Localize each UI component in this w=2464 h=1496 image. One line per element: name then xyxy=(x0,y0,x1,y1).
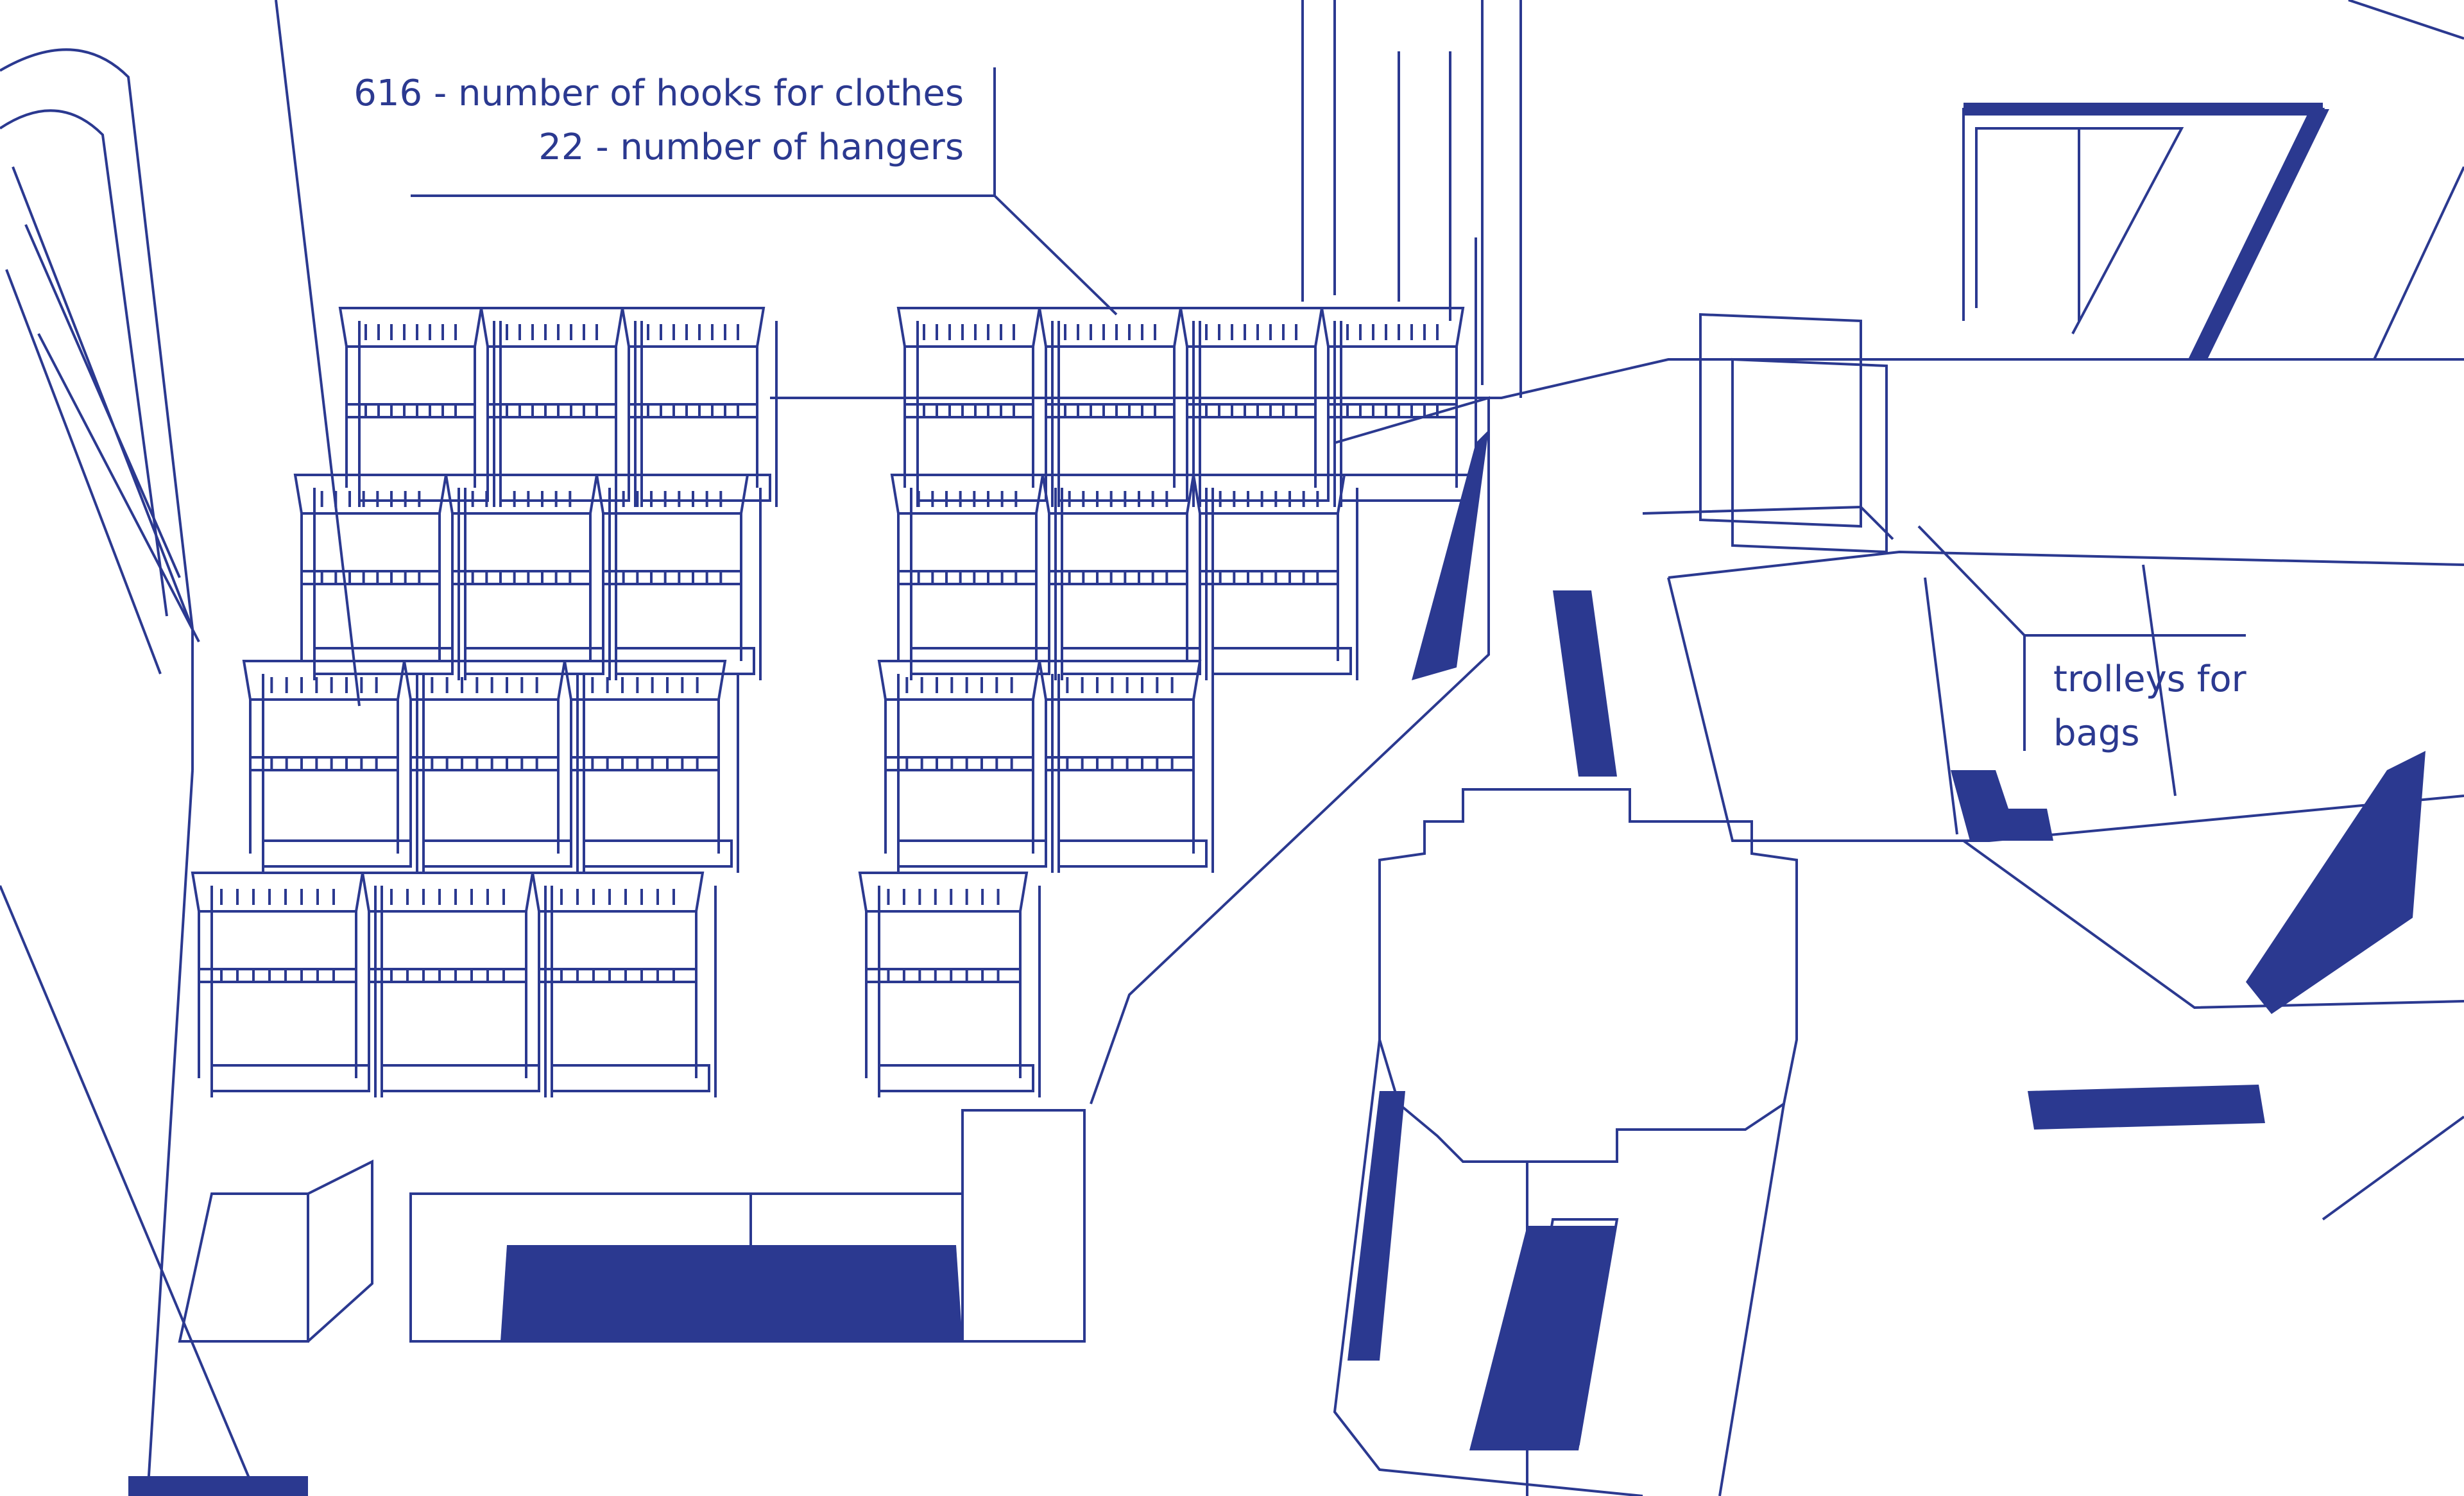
elevator-doors xyxy=(1975,127,2184,334)
floor-stripe-3 xyxy=(1951,770,2053,841)
back-column-inner xyxy=(1398,51,1451,321)
clothes-rack-unit xyxy=(877,660,1054,873)
clothes-rack-unit xyxy=(479,307,637,507)
floor-stripe-1 xyxy=(1553,590,1617,777)
trolleys-leader-pointer xyxy=(1917,525,2026,637)
clothes-rack-unit xyxy=(1179,307,1336,507)
clothes-rack-unit xyxy=(563,660,739,873)
right-wall-edge xyxy=(2322,0,2464,1221)
elevator-frame xyxy=(1962,108,2325,360)
hooks-annotation: 616 - number of hooks for clothes 22 - n… xyxy=(354,67,964,175)
front-floor-edge xyxy=(0,769,258,1496)
right-room-dark-wall xyxy=(2246,751,2426,1014)
clothes-rack-unit xyxy=(444,474,611,680)
clothes-rack-unit xyxy=(191,872,377,1097)
trolley-handle xyxy=(1642,505,1894,540)
clothes-rack-unit xyxy=(1041,474,1208,680)
clothes-rack-unit xyxy=(896,307,1054,507)
clothes-rack-unit xyxy=(338,307,495,507)
clothes-rack-unit xyxy=(1038,307,1195,507)
clothes-rack-unit xyxy=(531,872,717,1097)
window-panes xyxy=(5,166,200,675)
clothes-rack-unit xyxy=(1192,474,1358,680)
partition-dark-face xyxy=(1412,430,1489,680)
clothes-rack-unit xyxy=(242,660,418,873)
trolleys-label-line-2: bags xyxy=(2053,712,2140,754)
clothes-rack-unit xyxy=(293,474,460,680)
clothes-racks xyxy=(191,307,1477,1097)
pillar-side-panel xyxy=(1348,1091,1405,1361)
trolley-cart-1 xyxy=(1699,313,1862,528)
trolleys-annotation: trolleys for bags xyxy=(2053,653,2246,761)
elevator-left-frame xyxy=(1964,103,2323,116)
clothes-rack-unit xyxy=(620,307,778,507)
elevator-right-frame xyxy=(2188,109,2329,359)
pillar-top-outline xyxy=(1378,788,1798,1163)
right-room-step xyxy=(1924,564,2464,1010)
clothes-rack-unit xyxy=(858,872,1041,1097)
hooks-count-label: 616 - number of hooks for clothes xyxy=(354,73,964,114)
right-room-floor xyxy=(1667,550,2464,842)
arched-window-frame xyxy=(0,48,194,770)
left-diagonal-wall xyxy=(275,0,361,707)
pillar-dark-panel xyxy=(1469,1226,1617,1450)
arched-window-inner xyxy=(0,109,168,617)
annotation-leader-lines xyxy=(411,67,2246,751)
bottom-left-dark-block xyxy=(128,1476,308,1496)
floor-stripe-2 xyxy=(2028,1085,2265,1130)
counter-front-panel xyxy=(501,1245,963,1341)
hangers-count-label: 22 - number of hangers xyxy=(538,126,964,168)
trolleys-label-line-1: trolleys for xyxy=(2053,658,2246,700)
hooks-leader-pointer xyxy=(993,194,1118,316)
trolley-cart-2 xyxy=(1731,357,1888,554)
clothes-rack-unit xyxy=(402,660,579,873)
clothes-rack-unit xyxy=(890,474,1057,680)
back-column xyxy=(1301,0,1522,398)
clothes-rack-unit xyxy=(361,872,547,1097)
clothes-rack-unit xyxy=(1320,307,1477,507)
side-cabinet xyxy=(178,1159,373,1343)
clothes-rack-unit xyxy=(1038,660,1214,873)
clothes-rack-unit xyxy=(595,474,762,680)
solid-blue-fills xyxy=(128,103,2426,1496)
back-floor-line xyxy=(770,358,2464,399)
